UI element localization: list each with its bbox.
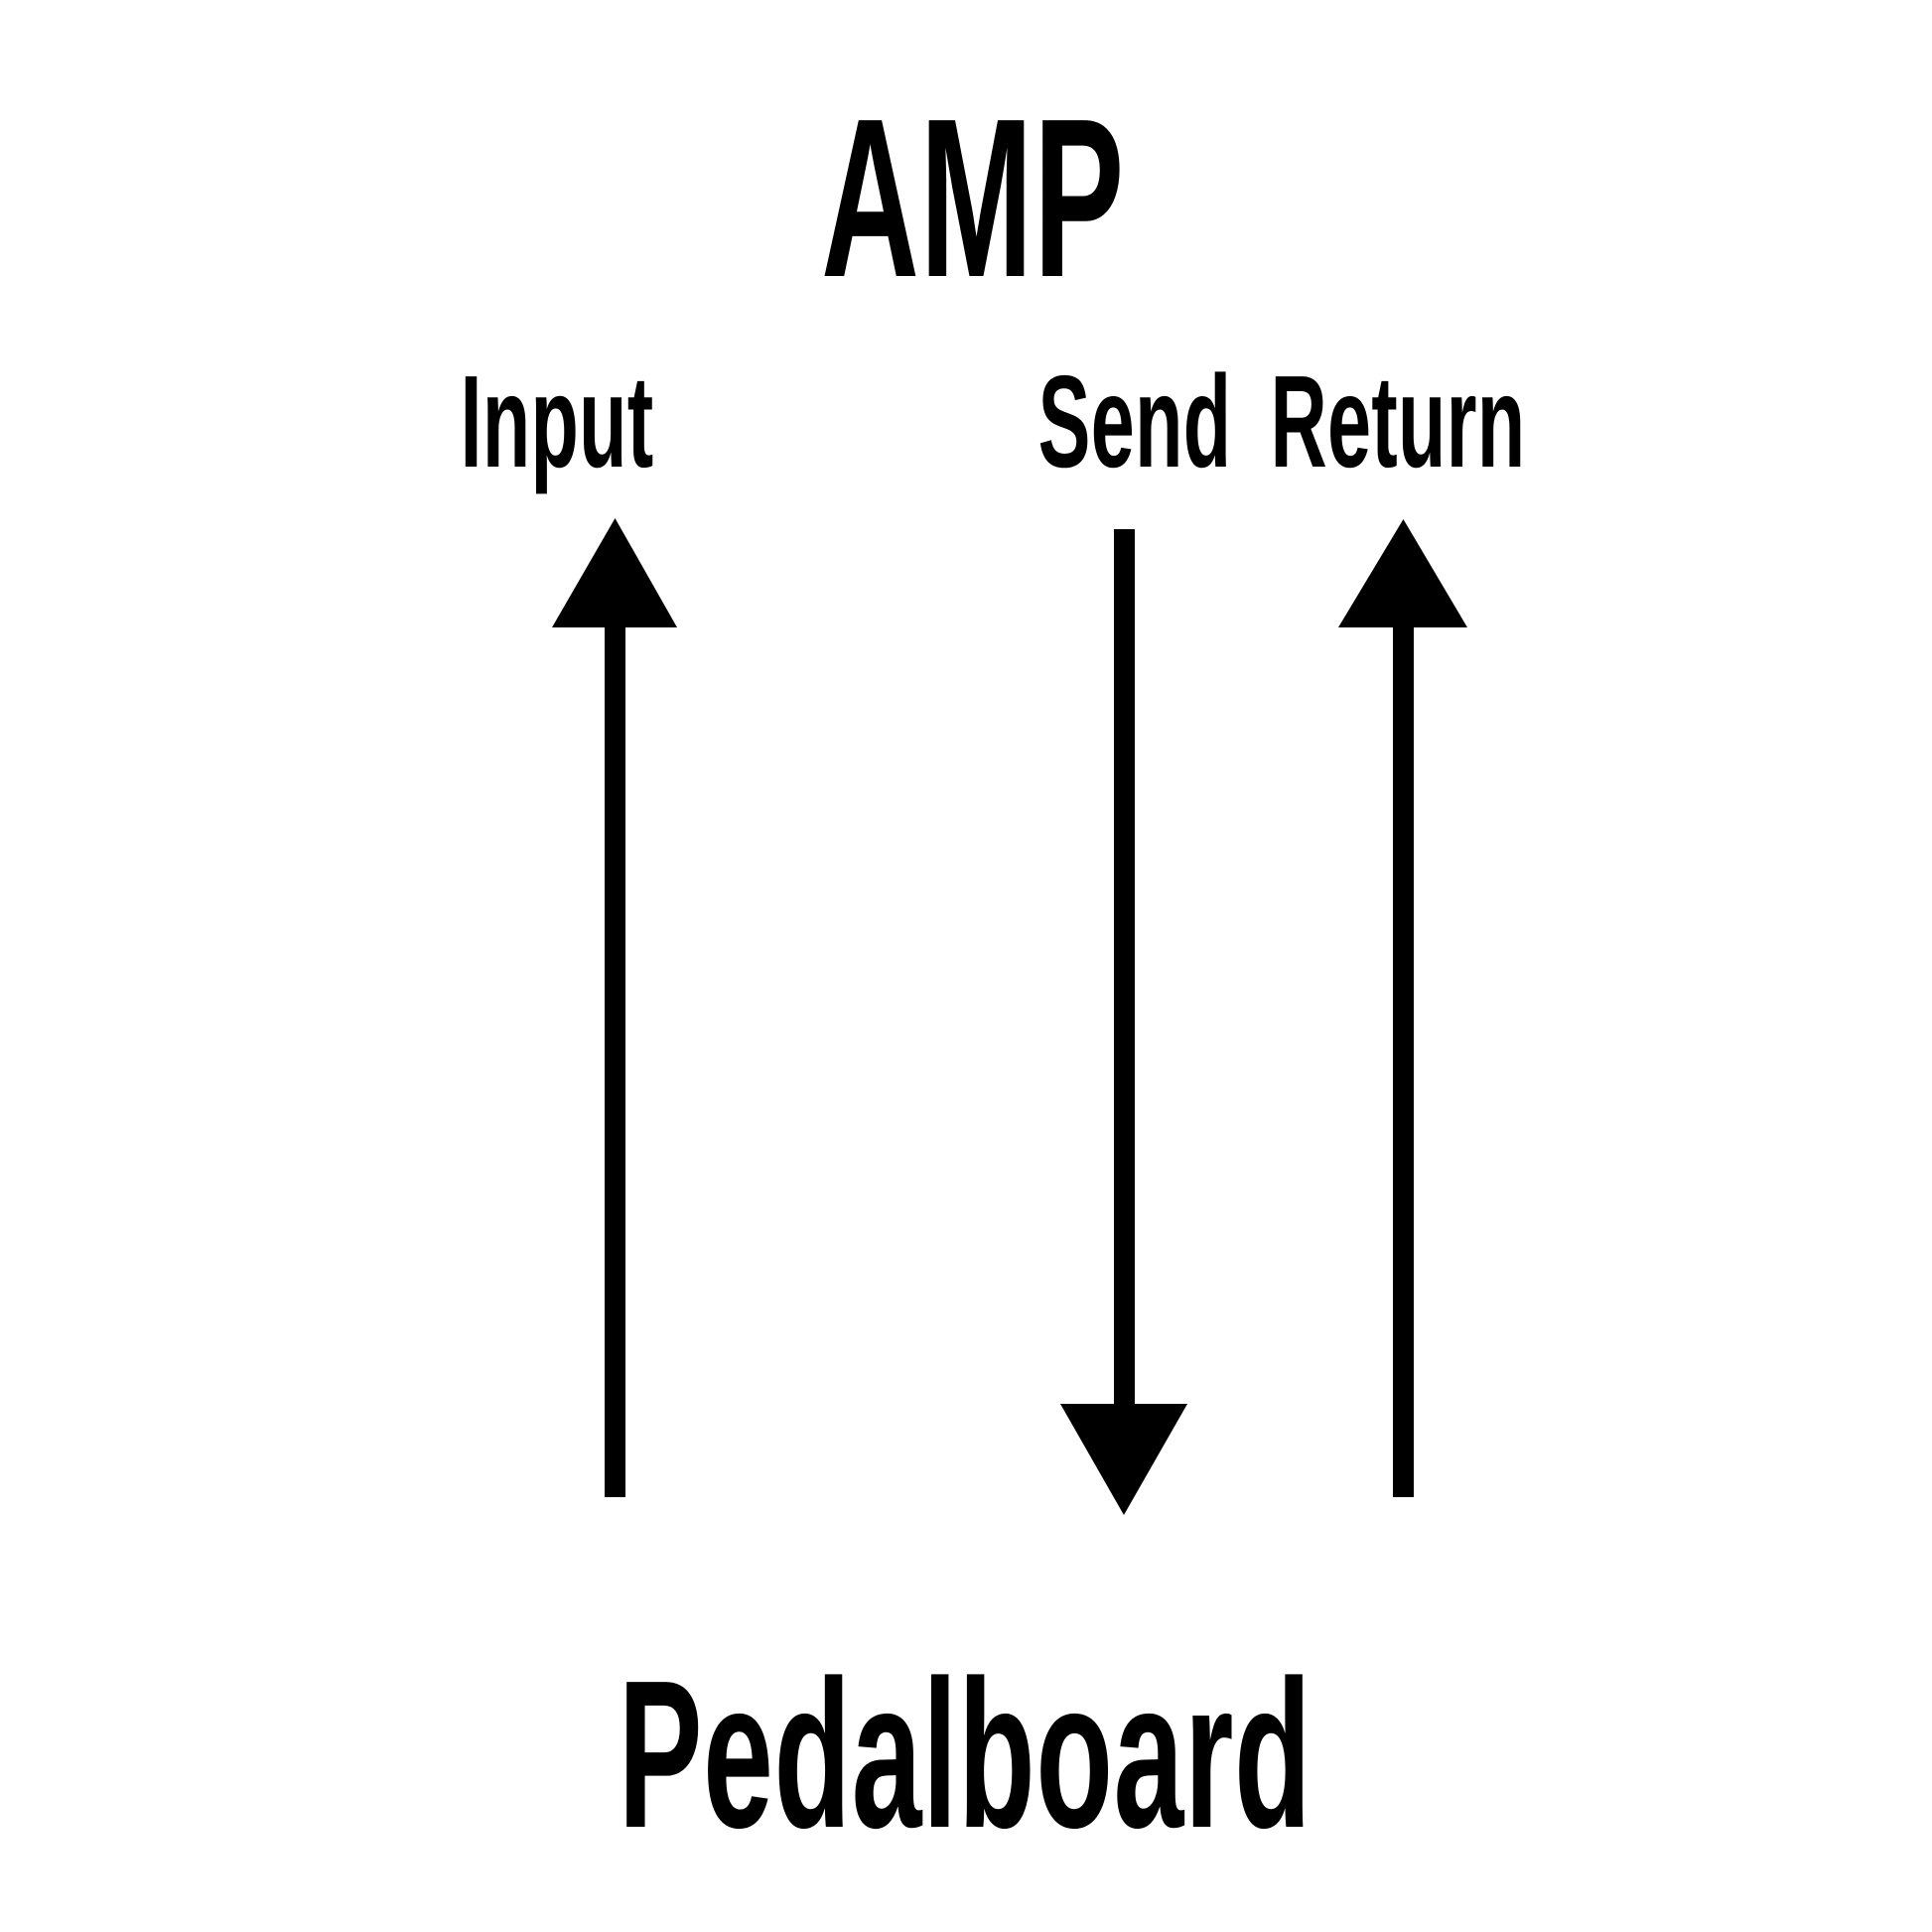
return-arrow-shaft (1393, 596, 1414, 1497)
input-arrow-head (552, 518, 677, 627)
amp-title: AMP (821, 71, 1125, 325)
send-arrow-shaft (1114, 529, 1135, 1413)
return-arrow-head (1338, 519, 1467, 627)
input-arrow-shaft (605, 596, 625, 1497)
port-label-input: Input (461, 348, 654, 495)
port-label-send: Send (1038, 348, 1232, 495)
input-arrow-up (552, 518, 677, 1497)
port-label-return: Return (1271, 348, 1526, 495)
send-arrow-down (1060, 529, 1187, 1515)
pedalboard-label: Pedalboard (619, 1638, 1312, 1872)
send-arrow-head (1060, 1404, 1187, 1515)
return-arrow-up (1338, 519, 1467, 1497)
